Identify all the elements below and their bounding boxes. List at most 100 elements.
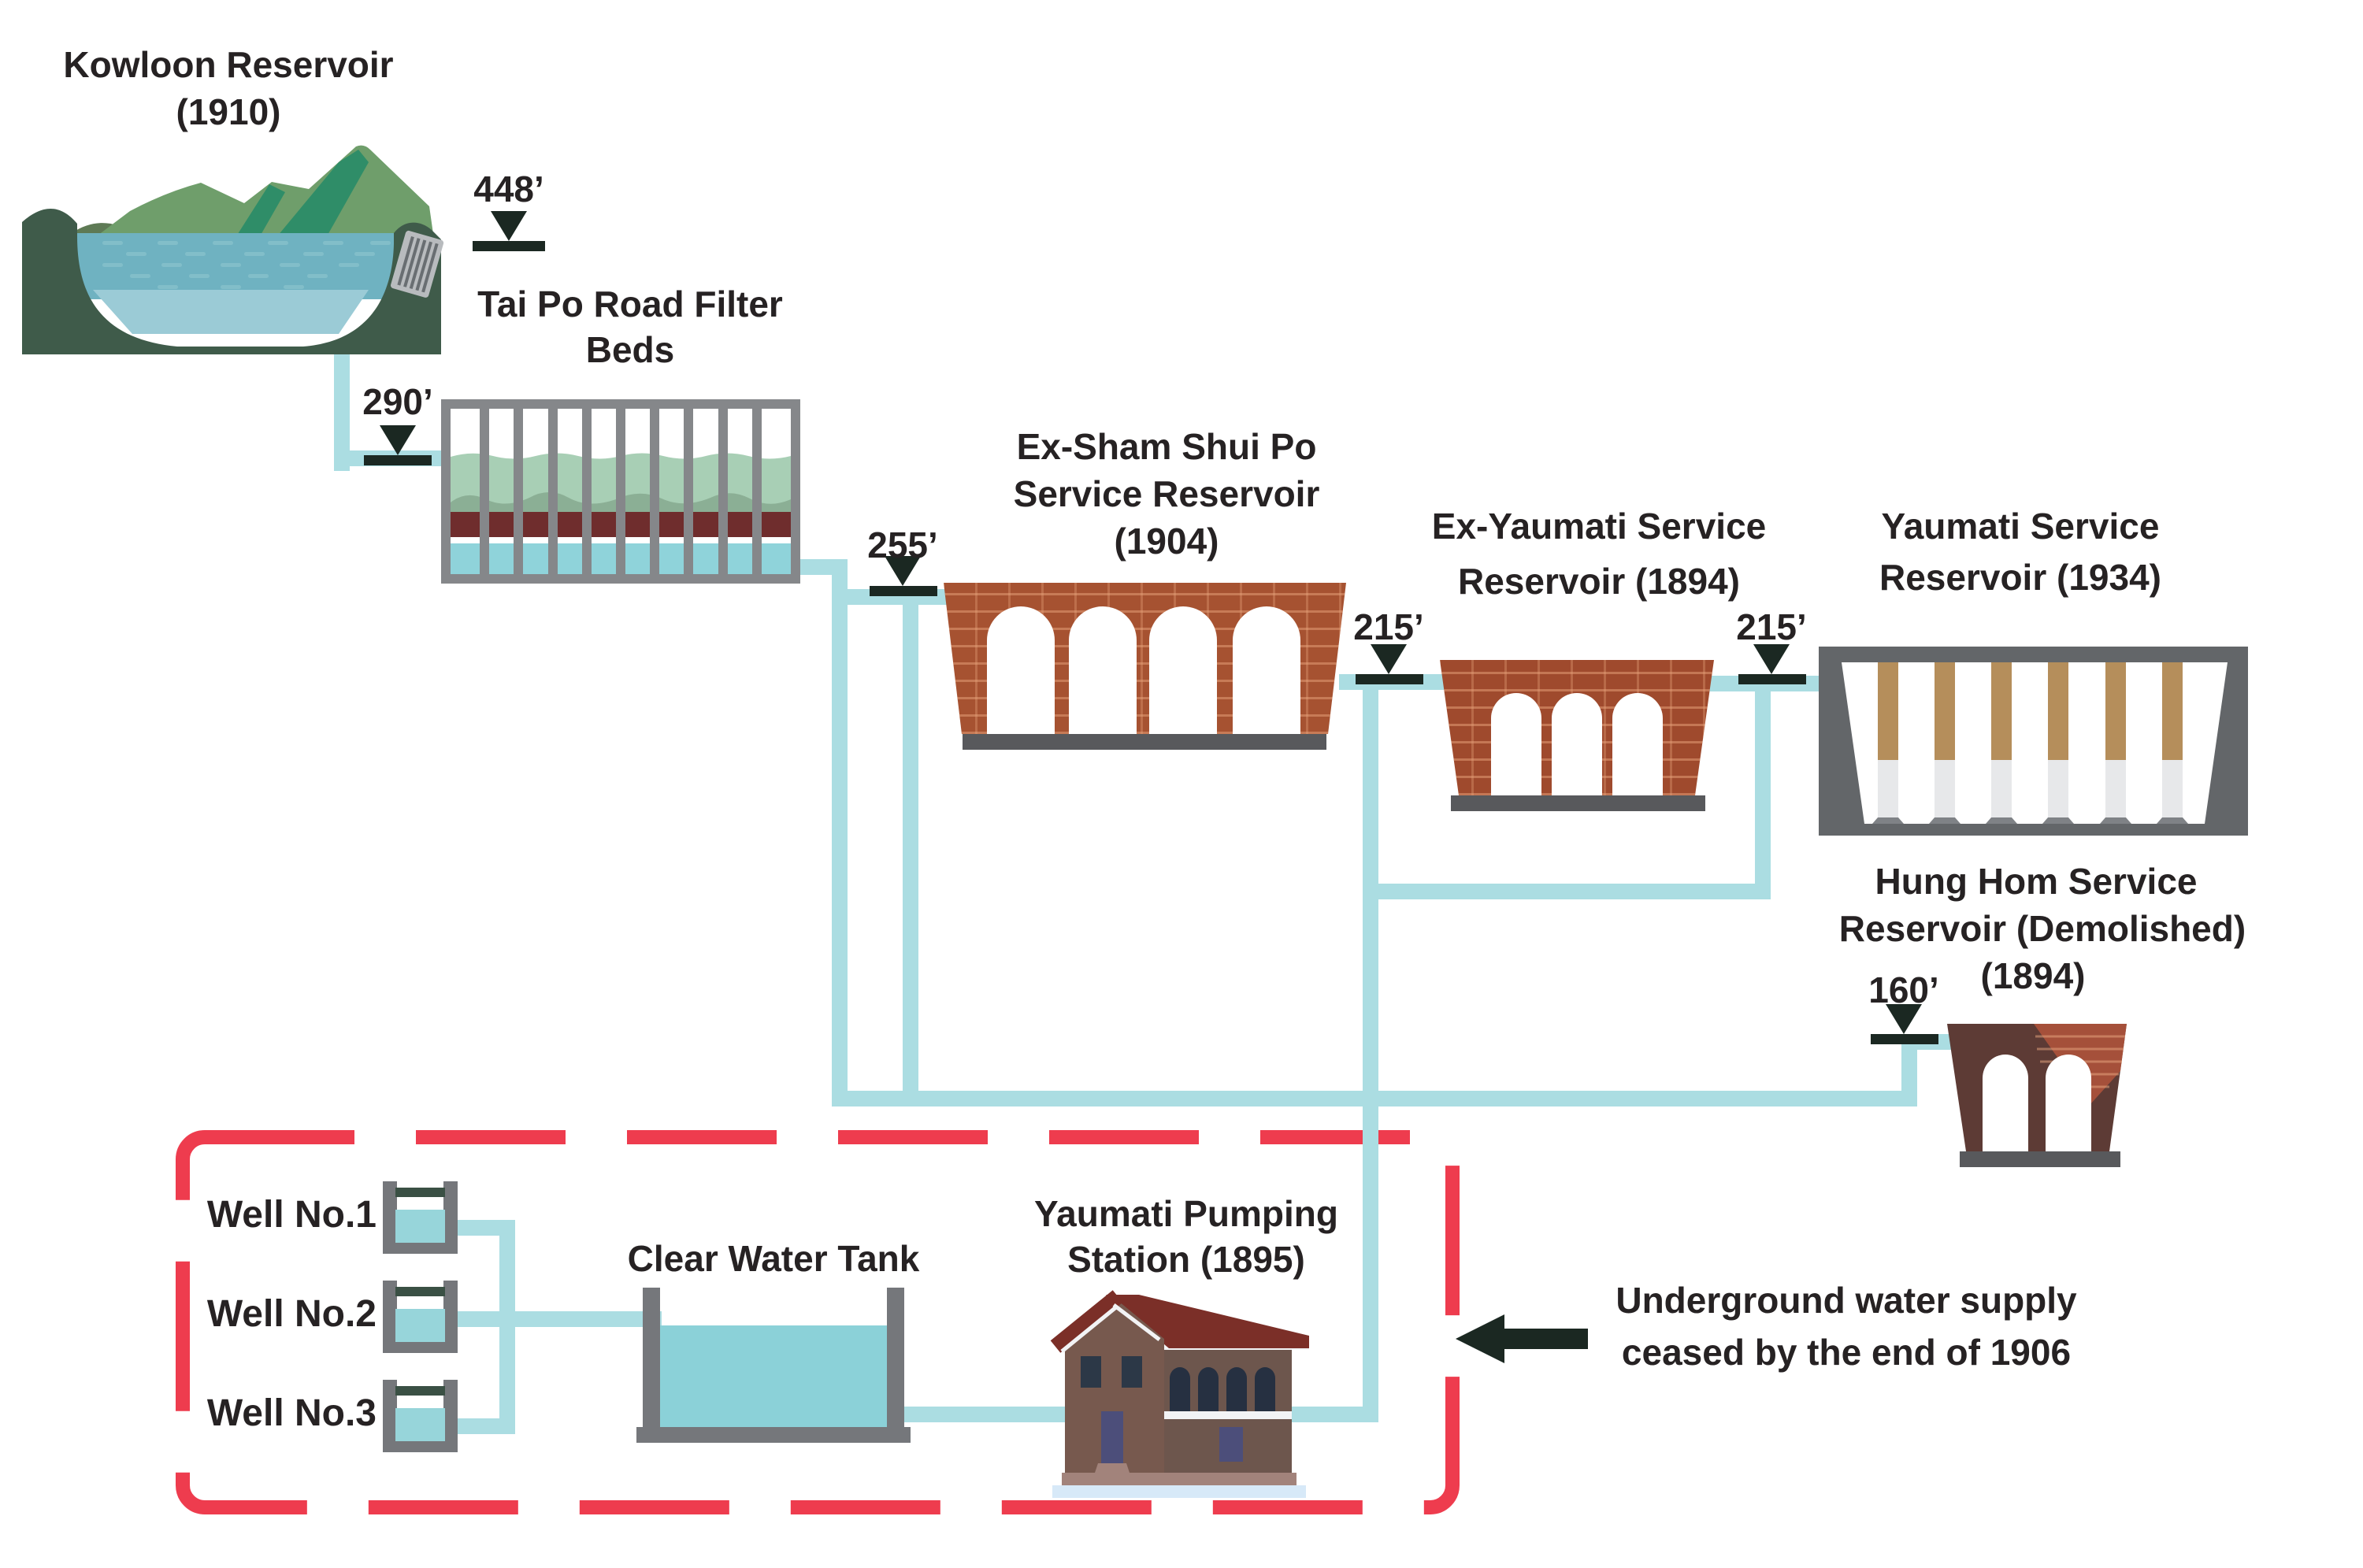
station-gable-trim-left [1060, 1305, 1118, 1353]
pipe-vertical-e [1901, 1034, 1917, 1106]
kowloon-label-2: (1910) [176, 91, 281, 132]
mountain-shade-1 [236, 184, 285, 236]
hung-hom-base [1960, 1151, 2120, 1167]
station-gable-roof [1050, 1290, 1123, 1353]
kowloon-label-1: Kowloon Reservoir [63, 44, 394, 85]
level-marker-255 [870, 556, 937, 596]
pipe-tank-to-station [887, 1407, 1071, 1422]
yaumati-frame [1819, 647, 2248, 836]
well-post [443, 1380, 458, 1441]
hunghom-label-1: Hung Hom Service [1875, 861, 2198, 902]
well-slab [383, 1441, 458, 1452]
exyaumati-label-2: Reservoir (1894) [1458, 561, 1740, 602]
ex-yaumati-illustration [1438, 660, 1716, 811]
elevation-255: 255’ [867, 525, 938, 565]
hung-hom-arch-2 [2046, 1055, 2091, 1151]
hunghom-label-3: (1894) [1980, 955, 2086, 996]
level-markers [364, 211, 1938, 1044]
station-window-2 [1122, 1356, 1142, 1388]
sham-label-3: (1904) [1114, 521, 1219, 562]
hung-hom-illustration [1947, 1024, 2127, 1167]
sham-label-2: Service Reservoir [1013, 473, 1320, 514]
valley [22, 208, 441, 354]
pipe-vertical-a [832, 559, 848, 1106]
sham-arch-4 [1233, 606, 1300, 734]
elevation-448: 448’ [473, 169, 544, 209]
well-water [395, 1210, 445, 1243]
filter-bar [514, 409, 523, 574]
level-marker-160 [1871, 1004, 1938, 1044]
well-bar [395, 1188, 445, 1197]
tank-wall-right [887, 1288, 904, 1427]
ex-sham-shui-po-illustration [942, 583, 1348, 750]
well-3-illustration [383, 1380, 458, 1452]
pipe-kowloon-down [334, 345, 350, 471]
sham-arch-3 [1149, 606, 1217, 734]
underground-supply-dashed-box [176, 1130, 1460, 1514]
lake-shallow [93, 290, 369, 334]
well-post [443, 1181, 458, 1243]
mountain-shade-2 [277, 150, 369, 236]
sham-arch-2 [1069, 606, 1137, 734]
level-marker-215b [1738, 644, 1806, 684]
station-gable-trim-right [1112, 1303, 1161, 1341]
elevation-160: 160’ [1868, 969, 1939, 1010]
tank-water [660, 1325, 887, 1427]
dam [390, 230, 444, 298]
exyaumati-brick-wall [1440, 660, 1714, 795]
pipe-vertical-b [903, 605, 918, 1106]
tank-bottom [636, 1427, 911, 1443]
well-water [395, 1408, 445, 1441]
filter-bar [582, 409, 592, 574]
sham-label-1: Ex-Sham Shui Po [1016, 426, 1317, 467]
lake-waves [102, 241, 391, 289]
sham-base [963, 734, 1326, 750]
tank-wall-left [643, 1288, 660, 1427]
exyaumati-arch-3 [1612, 693, 1663, 795]
sham-arch-1 [987, 606, 1055, 734]
station-arch-window-4 [1255, 1367, 1275, 1413]
lake [76, 233, 425, 299]
well-post [443, 1281, 458, 1342]
yaumati-label-1: Yaumati Service [1881, 506, 2160, 547]
clear-water-tank-label: Clear Water Tank [627, 1238, 920, 1279]
pumping-station-label-2: Station (1895) [1067, 1239, 1305, 1280]
station-door [1101, 1411, 1123, 1463]
annotation-line-1: Underground water supply [1616, 1280, 2077, 1321]
well-2-illustration [383, 1281, 458, 1353]
pipe-vertical-d [1755, 676, 1771, 899]
filter-bar [718, 409, 728, 574]
well-bar [395, 1287, 445, 1296]
well-slab [383, 1342, 458, 1353]
pumping-station-label-1: Yaumati Pumping [1034, 1193, 1338, 1234]
pipe-wells-to-tank [458, 1311, 662, 1327]
yaumati-label-2: Reservoir (1934) [1879, 557, 2161, 598]
pipe-station-out [1282, 1407, 1378, 1422]
taipo-label-2: Beds [585, 329, 675, 370]
well-3-label: Well No.3 [206, 1392, 377, 1434]
well-1-illustration [383, 1181, 458, 1254]
annotation-line-2: ceased by the end of 1906 [1621, 1332, 2072, 1373]
exyaumati-label-1: Ex-Yaumati Service [1431, 506, 1767, 547]
well-bar [395, 1386, 445, 1396]
well-post [383, 1380, 397, 1441]
filter-bar [684, 409, 693, 574]
station-band [1164, 1411, 1292, 1419]
exyaumati-base [1451, 795, 1705, 811]
filter-bar [616, 409, 625, 574]
taipo-label-1: Tai Po Road Filter [477, 284, 783, 324]
well-slab [383, 1243, 458, 1254]
filter-bar [650, 409, 659, 574]
well-2-label: Well No.2 [206, 1293, 377, 1335]
filter-bar [752, 409, 762, 574]
sham-brick-wall [944, 583, 1346, 734]
exyaumati-arch-2 [1552, 693, 1602, 795]
elevation-215a: 215’ [1353, 606, 1424, 647]
well-water [395, 1309, 445, 1342]
station-arch-window-3 [1226, 1367, 1247, 1413]
yaumati-columns [1872, 662, 2188, 824]
well-post [383, 1181, 397, 1243]
filter-bar [548, 409, 558, 574]
station-base [1062, 1473, 1296, 1485]
